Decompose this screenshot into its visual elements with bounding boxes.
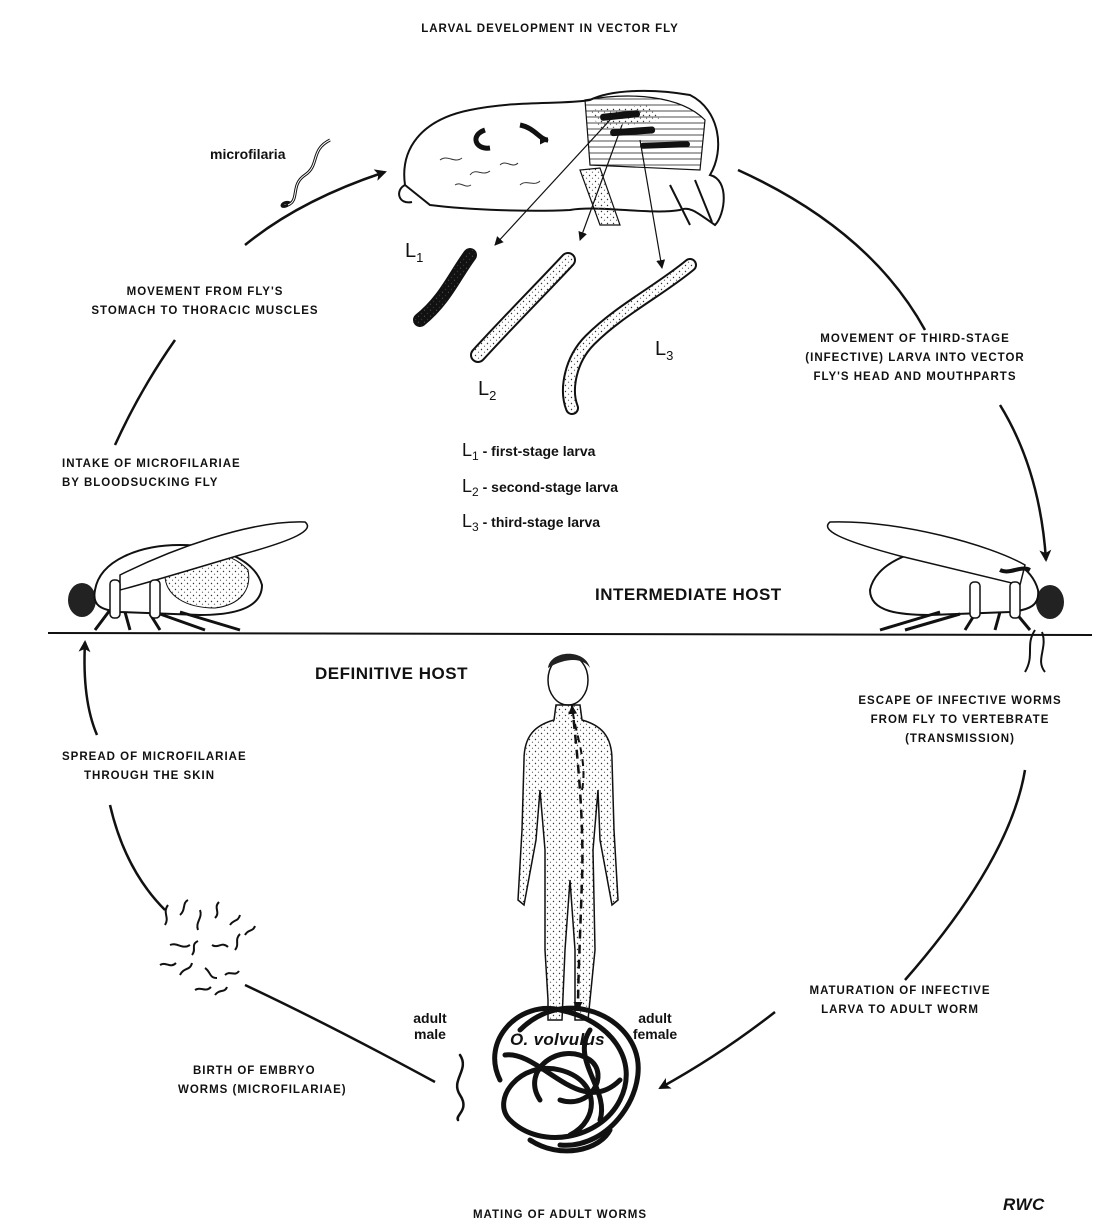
label-mating: MATING OF ADULT WORMS	[420, 1206, 700, 1225]
arc-upper-right	[738, 170, 925, 330]
label-movement-third-stage: MOVEMENT OF THIRD-STAGE(INFECTIVE) LARVA…	[780, 330, 1050, 387]
arrow-to-left-fly	[85, 642, 98, 735]
larva-tag-1: L1	[405, 240, 423, 265]
arrow-to-fly	[245, 172, 385, 245]
label-intermediate-host: INTERMEDIATE HOST	[595, 585, 782, 604]
microfilariae-cluster	[160, 900, 255, 995]
larvae-drawings	[420, 255, 690, 408]
diagram-title: LARVAL DEVELOPMENT IN VECTOR FLY	[380, 20, 720, 39]
label-microfilaria: microfilaria	[210, 145, 285, 164]
arc-right-lower	[905, 770, 1025, 980]
right-fly-drawing	[828, 522, 1064, 672]
key-line-1: L1 - first-stage larva	[462, 440, 595, 463]
signature-rwc: RWC	[1003, 1195, 1045, 1214]
larva-tag-2: L2	[478, 378, 496, 403]
host-divider-line	[48, 633, 1092, 635]
key-line-2: L2 - second-stage larva	[462, 476, 618, 499]
larva-tag-3: L3	[655, 338, 673, 363]
arc-upper-left	[115, 340, 175, 445]
arc-lower-left	[110, 805, 165, 910]
human-figure-drawing	[518, 654, 618, 1020]
arrow-to-right-fly	[1000, 405, 1046, 560]
label-definitive-host: DEFINITIVE HOST	[315, 664, 468, 683]
vector-fly-drawing	[399, 91, 724, 268]
key-line-3: L3 - third-stage larva	[462, 511, 600, 534]
left-fly-drawing	[68, 522, 307, 630]
label-species: O. volvulus	[510, 1030, 605, 1049]
